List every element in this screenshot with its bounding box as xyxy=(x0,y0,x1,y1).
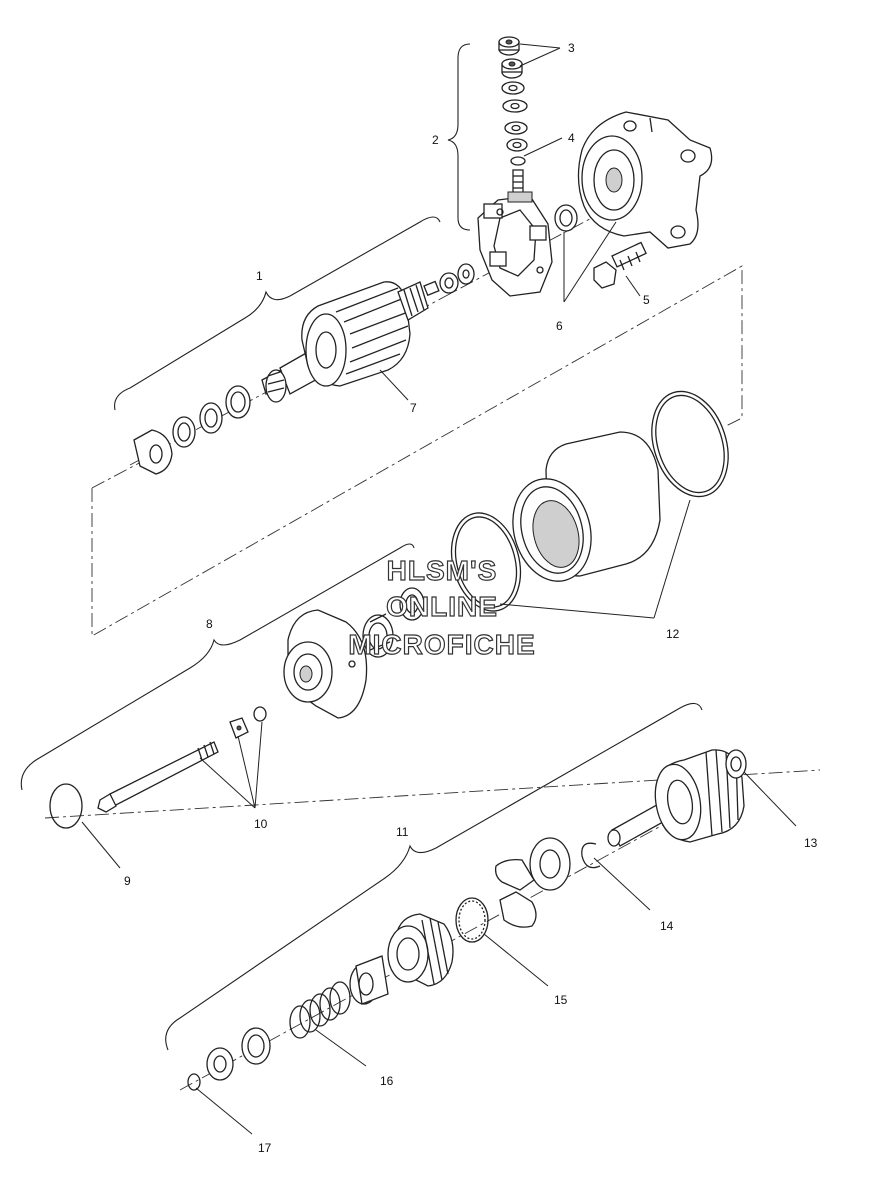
brace-group-11 xyxy=(165,702,703,1051)
yoke xyxy=(512,431,661,582)
callout-13: 13 xyxy=(804,836,818,850)
callout-1: 1 xyxy=(256,269,263,283)
clutch-stopper-collar xyxy=(494,858,537,928)
through-bolts xyxy=(97,741,219,813)
callout-14: 14 xyxy=(660,919,674,933)
callout-8: 8 xyxy=(206,617,213,631)
armature xyxy=(261,280,440,403)
brace-group-1 xyxy=(114,216,441,411)
callout-3: 3 xyxy=(568,41,575,55)
thrust-washer xyxy=(529,837,571,891)
front-housing xyxy=(577,111,713,249)
oil-seal xyxy=(399,587,425,621)
gear-washer xyxy=(725,749,747,779)
callout-12: 12 xyxy=(666,627,680,641)
end-o-ring xyxy=(49,783,83,829)
callout-2: 2 xyxy=(432,133,439,147)
needle-bearing xyxy=(362,613,394,658)
rear-end-cover xyxy=(283,609,368,719)
assembly-boundary-outline xyxy=(91,265,743,637)
retainer-ring xyxy=(455,897,489,943)
leader-lines xyxy=(81,43,797,1135)
callout-numbers: 1 2 3 4 5 6 7 8 9 10 11 12 13 14 15 16 1… xyxy=(124,41,818,1155)
clutch-spring xyxy=(289,981,351,1039)
callout-11: 11 xyxy=(396,825,409,839)
brush-holder-plate xyxy=(477,169,553,297)
callout-7: 7 xyxy=(410,401,417,415)
callout-15: 15 xyxy=(554,993,568,1007)
lock-plate xyxy=(133,429,173,475)
callout-4: 4 xyxy=(568,131,575,145)
overrunning-clutch xyxy=(387,913,454,987)
watermark: HLSM'S ONLINE MICROFICHE xyxy=(348,554,536,660)
bushing xyxy=(554,204,578,232)
yoke-o-ring-small xyxy=(450,512,522,612)
callout-5: 5 xyxy=(643,293,650,307)
armature-shims-rear xyxy=(172,385,251,448)
terminal-nuts-and-washers xyxy=(498,36,528,166)
watermark-line-3: MICROFICHE xyxy=(348,629,535,660)
yoke-o-ring-large xyxy=(651,390,729,498)
clutch-sleeve xyxy=(349,955,389,1005)
cover-washer xyxy=(229,717,249,739)
callout-10: 10 xyxy=(254,817,268,831)
pinion-shaft-gear xyxy=(607,749,745,847)
e-clip xyxy=(187,1073,201,1091)
callout-6: 6 xyxy=(556,319,563,333)
spring-retainer xyxy=(241,1027,271,1065)
callout-16: 16 xyxy=(380,1074,394,1088)
pinion-stop-washer xyxy=(206,1047,234,1081)
housing-bolt xyxy=(593,241,647,289)
watermark-line-1: HLSM'S xyxy=(387,555,498,586)
callout-9: 9 xyxy=(124,874,131,888)
snap-ring xyxy=(581,842,601,869)
brace-group-2 xyxy=(447,43,471,231)
armature-shims-front xyxy=(439,263,475,294)
brace-group-8 xyxy=(20,543,415,791)
cover-o-ring xyxy=(253,706,267,722)
watermark-line-2: ONLINE xyxy=(386,591,498,622)
callout-17: 17 xyxy=(258,1141,272,1155)
